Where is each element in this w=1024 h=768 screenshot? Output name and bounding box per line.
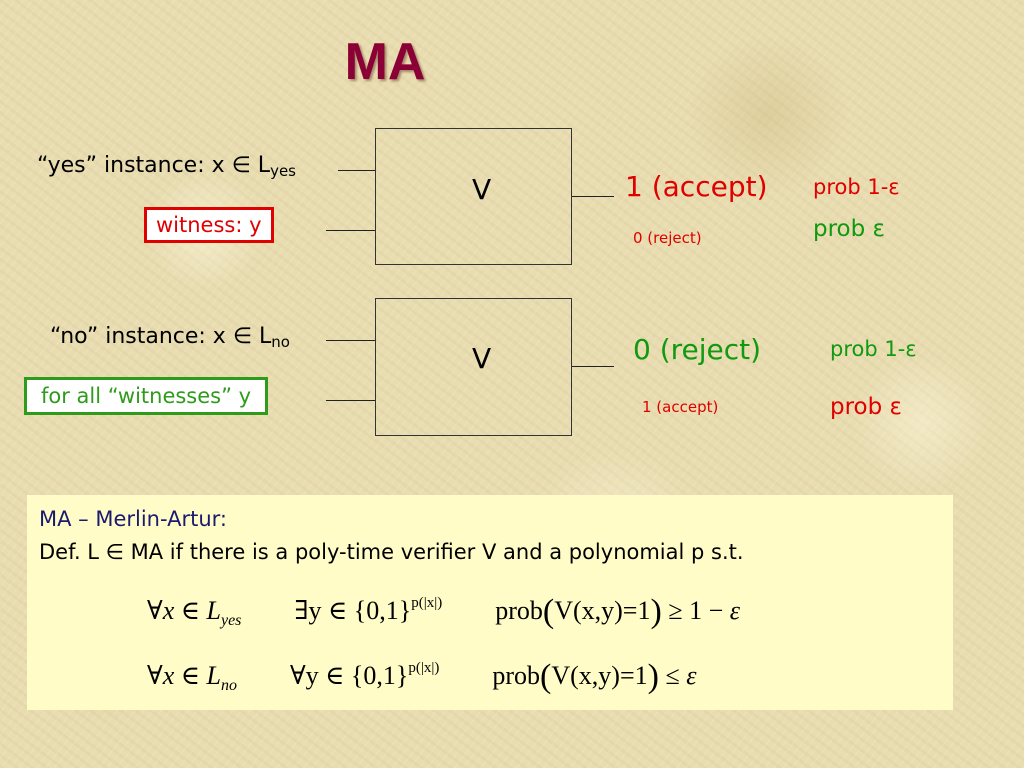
lang-sub-yes: yes [220,612,242,629]
yes-instance-sub: yes [270,162,296,180]
no-instance-sub: no [271,333,290,351]
relation-yes: ≥ 1 − [668,596,730,625]
output-line-top [572,196,614,197]
close-paren-no: ) [647,658,659,695]
prob-inner-no: V(x,y)=1 [551,661,648,690]
prob-word-no: prob [492,661,541,690]
top-output-reject: 0 (reject) [633,229,702,247]
definition-box: MA – Merlin-Artur: Def. L ∈ MA if there … [27,495,953,710]
verifier-box-bottom: V [375,298,572,436]
lang-sub-no: no [220,677,237,694]
input-line-witness-bottom [326,400,375,401]
prob-inner-yes: V(x,y)=1 [554,596,651,625]
in-symbol-yes: ∈ [180,596,200,625]
verifier-label-bottom: V [472,342,492,375]
bottom-output-accept: 1 (accept) [642,398,719,416]
verifier-label-top: V [472,173,492,206]
definition-heading: MA – Merlin-Artur: [39,507,227,531]
epsilon-yes: ε [729,596,740,625]
bottom-output-reject: 0 (reject) [633,333,762,366]
lang-l-yes: L [206,596,221,625]
open-paren-no: ( [540,658,552,695]
var-x-no: x [162,661,175,690]
lang-l-no: L [206,661,221,690]
close-paren-yes: ) [650,593,662,630]
yes-instance-text: “yes” instance: x ∈ L [37,153,271,178]
witness-box: witness: y [144,207,274,243]
relation-no: ≤ [665,661,687,690]
bottom-prob-main: prob 1-ε [830,337,917,361]
var-x-yes: x [162,596,175,625]
in-symbol-no: ∈ [180,661,200,690]
formula-yes: ∀x ∈ Lyes ∃y ∈ {0,1}p(|x|) prob(V(x,y)=1… [147,593,740,631]
input-line-witness-top [326,230,375,231]
verifier-box-top: V [375,128,572,265]
output-line-bottom [572,366,614,367]
no-instance-text: “no” instance: x ∈ L [50,324,272,349]
top-output-accept: 1 (accept) [625,170,768,203]
epsilon-no: ε [686,661,697,690]
all-witnesses-box: for all “witnesses” y [24,377,269,415]
formula-no: ∀x ∈ Lno ∀y ∈ {0,1}p(|x|) prob(V(x,y)=1)… [147,658,697,696]
forall-symbol-no: ∀ [147,661,163,690]
definition-text: Def. L ∈ MA if there is a poly-time veri… [39,540,744,564]
exponent-yes: p(|x|) [411,595,443,611]
quantifier-no: ∀y ∈ {0,1} [289,661,409,690]
top-prob-alt: prob ε [813,216,885,242]
bottom-prob-alt: prob ε [830,394,902,420]
open-paren-yes: ( [542,593,555,630]
forall-symbol-yes: ∀ [147,596,163,625]
no-instance-label: “no” instance: x ∈ Lno [50,324,290,351]
prob-word-yes: prob [495,596,543,625]
top-prob-main: prob 1-ε [813,175,900,199]
input-line-instance-top [338,170,375,171]
quantifier-yes: ∃y ∈ {0,1} [294,596,412,625]
input-line-instance-bottom [326,340,375,341]
yes-instance-label: “yes” instance: x ∈ Lyes [37,153,296,180]
exponent-no: p(|x|) [408,660,440,676]
slide-title: MA [344,33,426,91]
